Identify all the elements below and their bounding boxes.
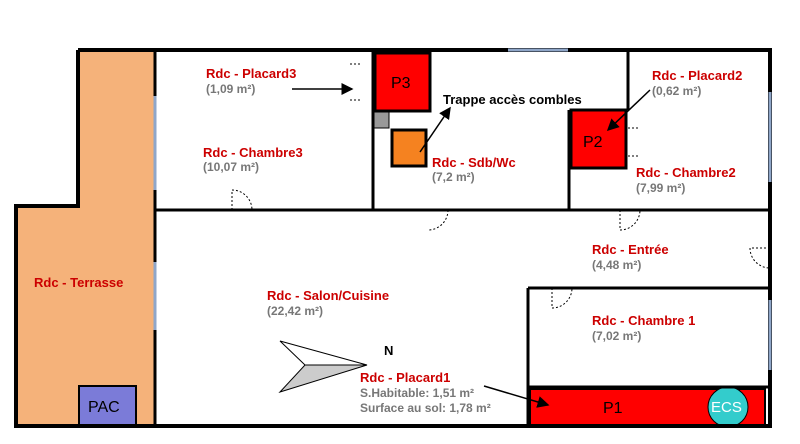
- door-placard2: [628, 127, 640, 157]
- entree-area: (4,48 m²): [592, 258, 641, 272]
- grey-square: [372, 111, 390, 129]
- door-entree: [749, 247, 771, 269]
- north-label: N: [384, 343, 393, 358]
- pac-label: PAC: [88, 399, 120, 416]
- salon-name: Rdc - Salon/Cuisine: [267, 288, 389, 303]
- terrasse-area: [16, 50, 155, 426]
- outer-wall: [14, 48, 772, 428]
- p2-label: P2: [583, 134, 603, 151]
- p1-label: P1: [603, 400, 623, 417]
- pac-box: [78, 385, 137, 427]
- placard2-area: (0,62 m²): [652, 84, 701, 98]
- salon-area: (22,42 m²): [267, 304, 323, 318]
- placard1-habitable: S.Habitable: 1,51 m²: [360, 386, 474, 400]
- p3-label: P3: [391, 75, 411, 92]
- sdb-area: (7,2 m²): [432, 170, 475, 184]
- trappe-label: Trappe accès combles: [443, 92, 582, 107]
- door-chambre3: [231, 189, 253, 211]
- terrasse-name: Rdc - Terrasse: [34, 275, 123, 290]
- placard3-name: Rdc - Placard3: [206, 66, 296, 81]
- ecs-label: ECS: [711, 399, 742, 416]
- placard1-name: Rdc - Placard1: [360, 370, 450, 385]
- trappe-square: [390, 128, 428, 168]
- chambre1-area: (7,02 m²): [592, 329, 641, 343]
- arrow-placard1: [483, 385, 550, 408]
- chambre2-name: Rdc - Chambre2: [636, 165, 736, 180]
- chambre1-name: Rdc - Chambre 1: [592, 313, 695, 328]
- placard3-area: (1,09 m²): [206, 82, 255, 96]
- door-placard3: [350, 63, 360, 101]
- door-chambre2: [619, 209, 641, 231]
- entree-name: Rdc - Entrée: [592, 242, 669, 257]
- arrow-placard2: [606, 89, 651, 132]
- north-compass-icon: [278, 340, 368, 394]
- placard2-name: Rdc - Placard2: [652, 68, 742, 83]
- placard1-surface: Surface au sol: 1,78 m²: [360, 401, 491, 415]
- sdb-name: Rdc - Sdb/Wc: [432, 155, 516, 170]
- chambre3-name: Rdc - Chambre3: [203, 145, 303, 160]
- placard3-box: [373, 51, 432, 113]
- arrow-trappe: [419, 106, 451, 153]
- chambre3-area: (10,07 m²): [203, 160, 259, 174]
- door-sdb: [427, 209, 449, 231]
- chambre2-area: (7,99 m²): [636, 181, 685, 195]
- door-chambre1: [551, 287, 573, 309]
